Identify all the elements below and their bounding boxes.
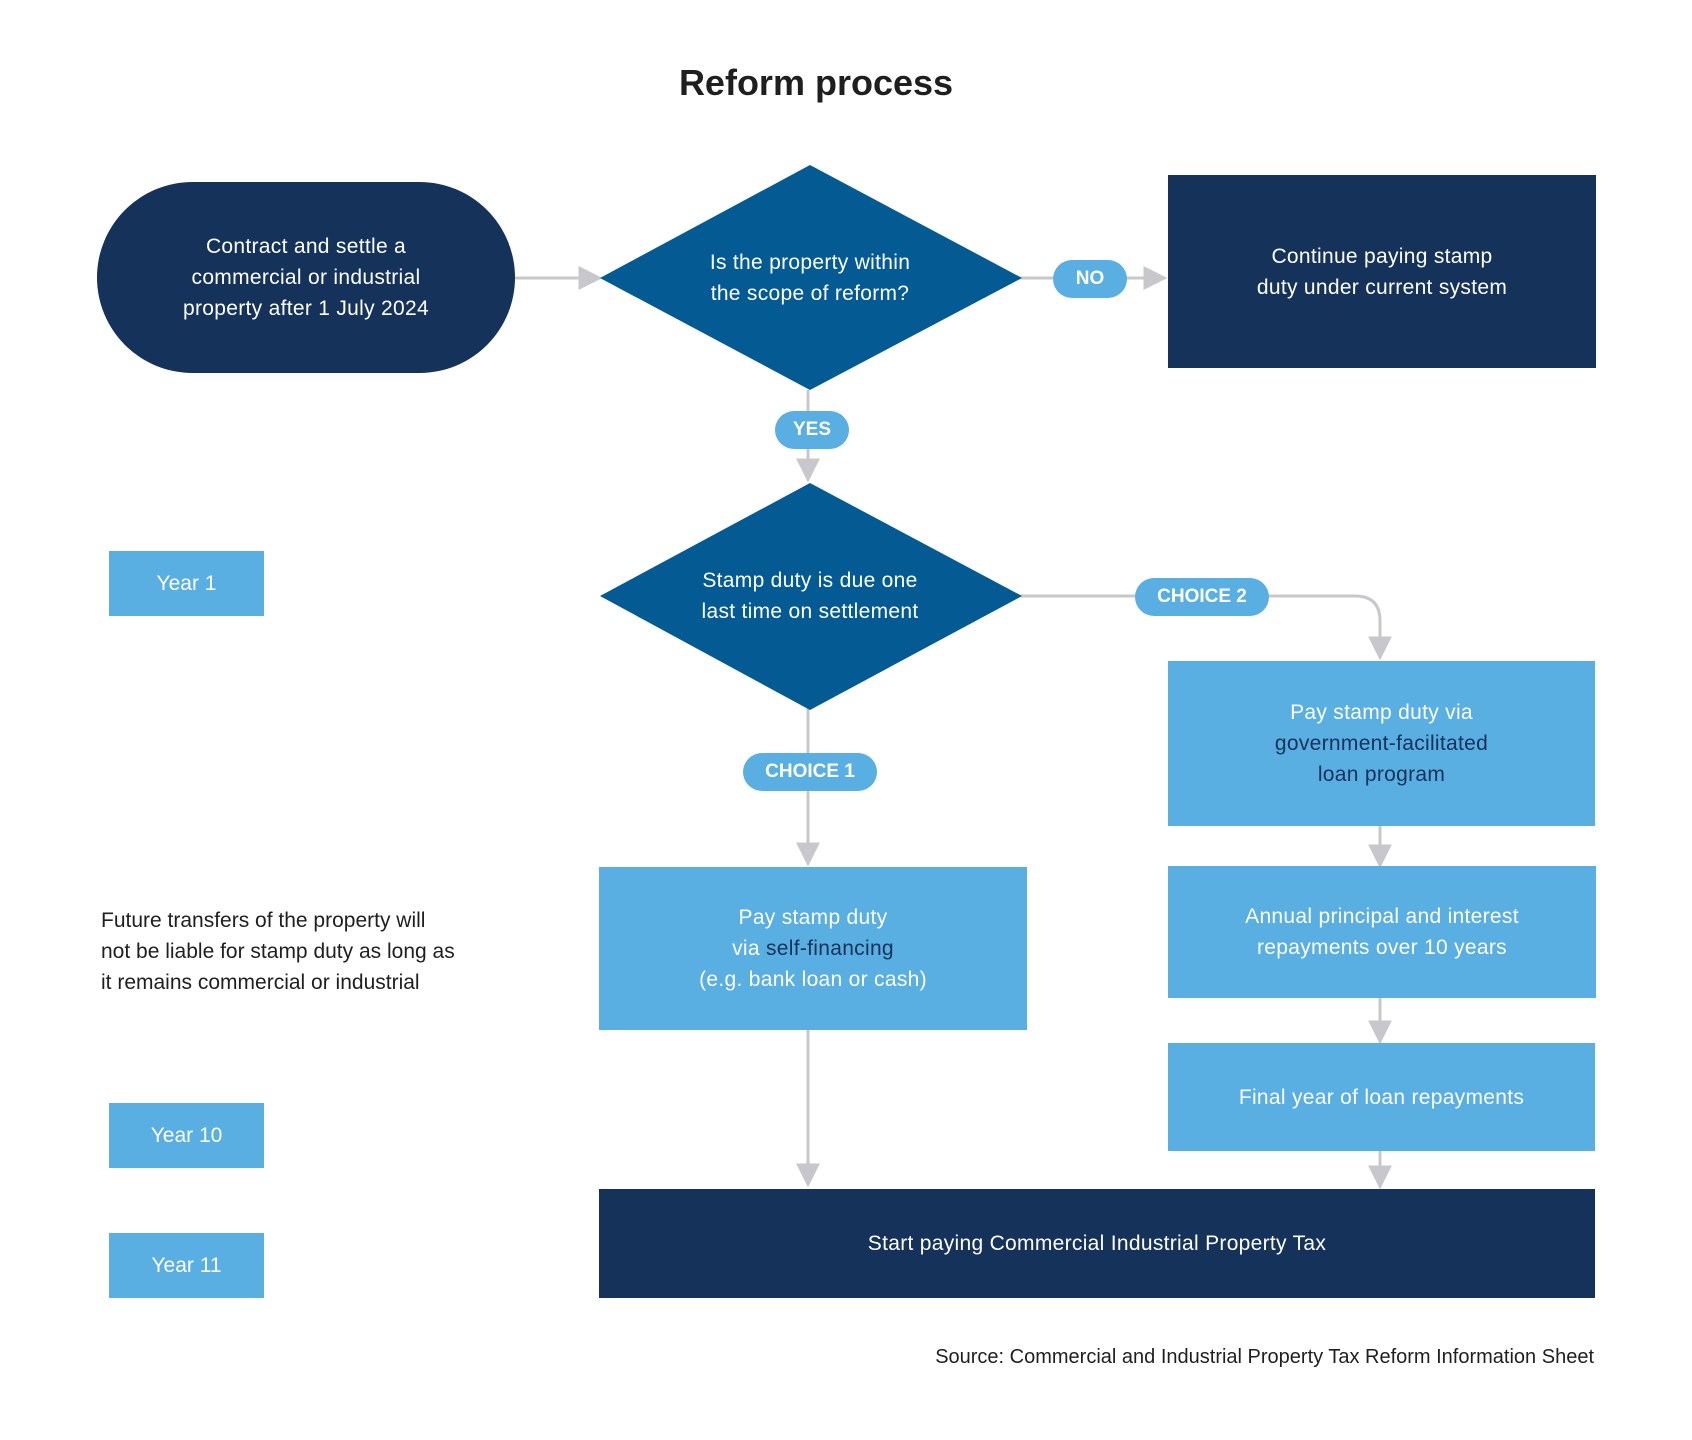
arrow-decision2-to-loan-program bbox=[1020, 594, 1392, 661]
decision2-diamond bbox=[600, 483, 1022, 710]
choice1-label: CHOICE 1 bbox=[743, 753, 877, 791]
loan-line-2-emphasis: government-facilitated bbox=[1274, 732, 1489, 755]
yes-label: YES bbox=[775, 411, 849, 449]
self-financing-line-1: Pay stamp duty bbox=[738, 906, 888, 929]
decision1-text: Is the property within the scope of refo… bbox=[660, 245, 960, 311]
page-title: Reform process bbox=[678, 62, 954, 103]
year-10-label: Year 10 bbox=[109, 1103, 264, 1168]
decision1-line-1: Is the property within bbox=[709, 251, 911, 274]
decision2-line-2: last time on settlement bbox=[701, 600, 919, 623]
year-11-label: Year 11 bbox=[109, 1233, 264, 1298]
decision1-diamond bbox=[600, 165, 1022, 390]
choice2-label: CHOICE 2 bbox=[1135, 578, 1269, 616]
continue-line-2: duty under current system bbox=[1256, 275, 1508, 299]
continue-stamp-duty-box: Continue paying stamp duty under current… bbox=[1168, 175, 1596, 368]
self-financing-line-2-prefix: via bbox=[732, 937, 766, 960]
repayments-line-2: repayments over 10 years bbox=[1257, 936, 1507, 959]
note-line-3: it remains commercial or industrial bbox=[101, 971, 420, 994]
repayments-line-1: Annual principal and interest bbox=[1245, 905, 1519, 928]
note-line-2: not be liable for stamp duty as long as bbox=[101, 940, 455, 963]
repayments-box: Annual principal and interest repayments… bbox=[1168, 866, 1596, 998]
self-financing-line-3: (e.g. bank loan or cash) bbox=[699, 968, 927, 991]
loan-program-box: Pay stamp duty via government-facilitate… bbox=[1168, 661, 1595, 826]
self-financing-box: Pay stamp duty via self-financing (e.g. … bbox=[599, 867, 1027, 1030]
start-line-2: commercial or industrial bbox=[191, 266, 421, 289]
final-year-box: Final year of loan repayments bbox=[1168, 1043, 1595, 1151]
start-line-3: property after 1 July 2024 bbox=[183, 297, 429, 320]
note-line-1: Future transfers of the property will bbox=[101, 909, 426, 932]
no-label: NO bbox=[1053, 260, 1127, 298]
year-1-label: Year 1 bbox=[109, 551, 264, 616]
continue-line-1: Continue paying stamp bbox=[1271, 244, 1493, 268]
self-financing-emphasis: self-financing bbox=[765, 937, 894, 960]
source-caption: Source: Commercial and Industrial Proper… bbox=[935, 1346, 1594, 1368]
self-financing-line-2: via self-financing bbox=[699, 933, 927, 964]
decision2-text: Stamp duty is due one last time on settl… bbox=[655, 563, 965, 629]
loan-line-1: Pay stamp duty via bbox=[1290, 701, 1473, 724]
decision2-line-1: Stamp duty is due one bbox=[702, 569, 918, 592]
start-terminator: Contract and settle a commercial or indu… bbox=[97, 182, 515, 373]
future-transfers-note: Future transfers of the property will no… bbox=[101, 905, 541, 998]
decision1-line-2: the scope of reform? bbox=[710, 282, 910, 305]
start-line-1: Contract and settle a bbox=[205, 235, 407, 258]
cipt-box: Start paying Commercial Industrial Prope… bbox=[599, 1189, 1595, 1298]
loan-line-3-emphasis: loan program bbox=[1317, 763, 1446, 786]
